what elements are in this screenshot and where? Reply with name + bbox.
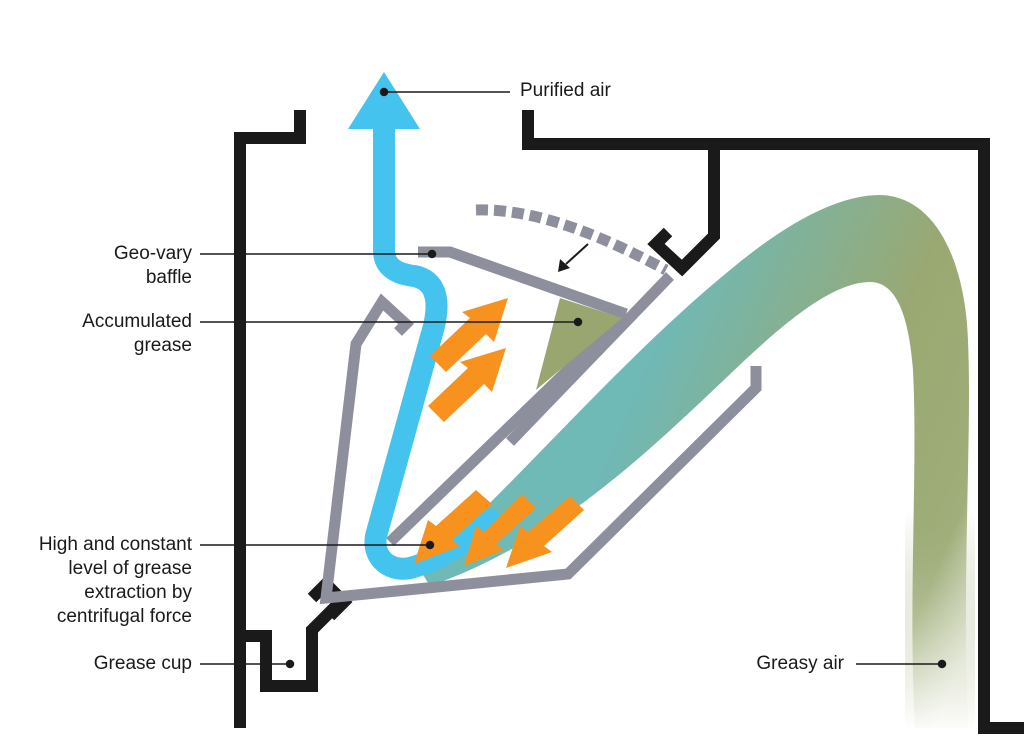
purified-air-arrowhead xyxy=(348,72,420,129)
baffle-upper-wing xyxy=(418,246,628,320)
label-greasy-air: Greasy air xyxy=(756,653,844,674)
small-direction-arrow xyxy=(558,243,589,272)
purified-air-flow xyxy=(364,114,501,580)
label-accumulated-grease: Accumulated grease xyxy=(82,311,192,356)
force-arrow-upper-2 xyxy=(428,348,506,422)
label-grease-cup: Grease cup xyxy=(93,653,192,674)
housing-left-wall xyxy=(234,110,306,728)
housing-baffle-clip xyxy=(647,150,720,277)
baffle-center-plate xyxy=(506,272,674,446)
baffle-inner-plate xyxy=(386,310,630,546)
leader-lines xyxy=(200,87,947,669)
accumulated-grease xyxy=(536,298,622,390)
force-arrow-lower-2 xyxy=(464,494,536,566)
force-arrow-upper-1 xyxy=(430,298,508,372)
grease-cup xyxy=(240,597,345,692)
baffle-dashed-arc xyxy=(475,204,669,275)
label-grease-extraction: High and constant level of grease extrac… xyxy=(38,534,192,627)
label-geo-vary-baffle: Geo-vary baffle xyxy=(113,243,192,288)
label-purified-air: Purified air xyxy=(520,80,611,101)
force-arrow-lower-3 xyxy=(506,496,584,568)
baffle-left-wall xyxy=(319,293,762,605)
centrifugal-force-arrows xyxy=(414,298,584,568)
greasy-air-fade xyxy=(905,400,975,730)
housing-top-right-wall xyxy=(522,110,1024,734)
